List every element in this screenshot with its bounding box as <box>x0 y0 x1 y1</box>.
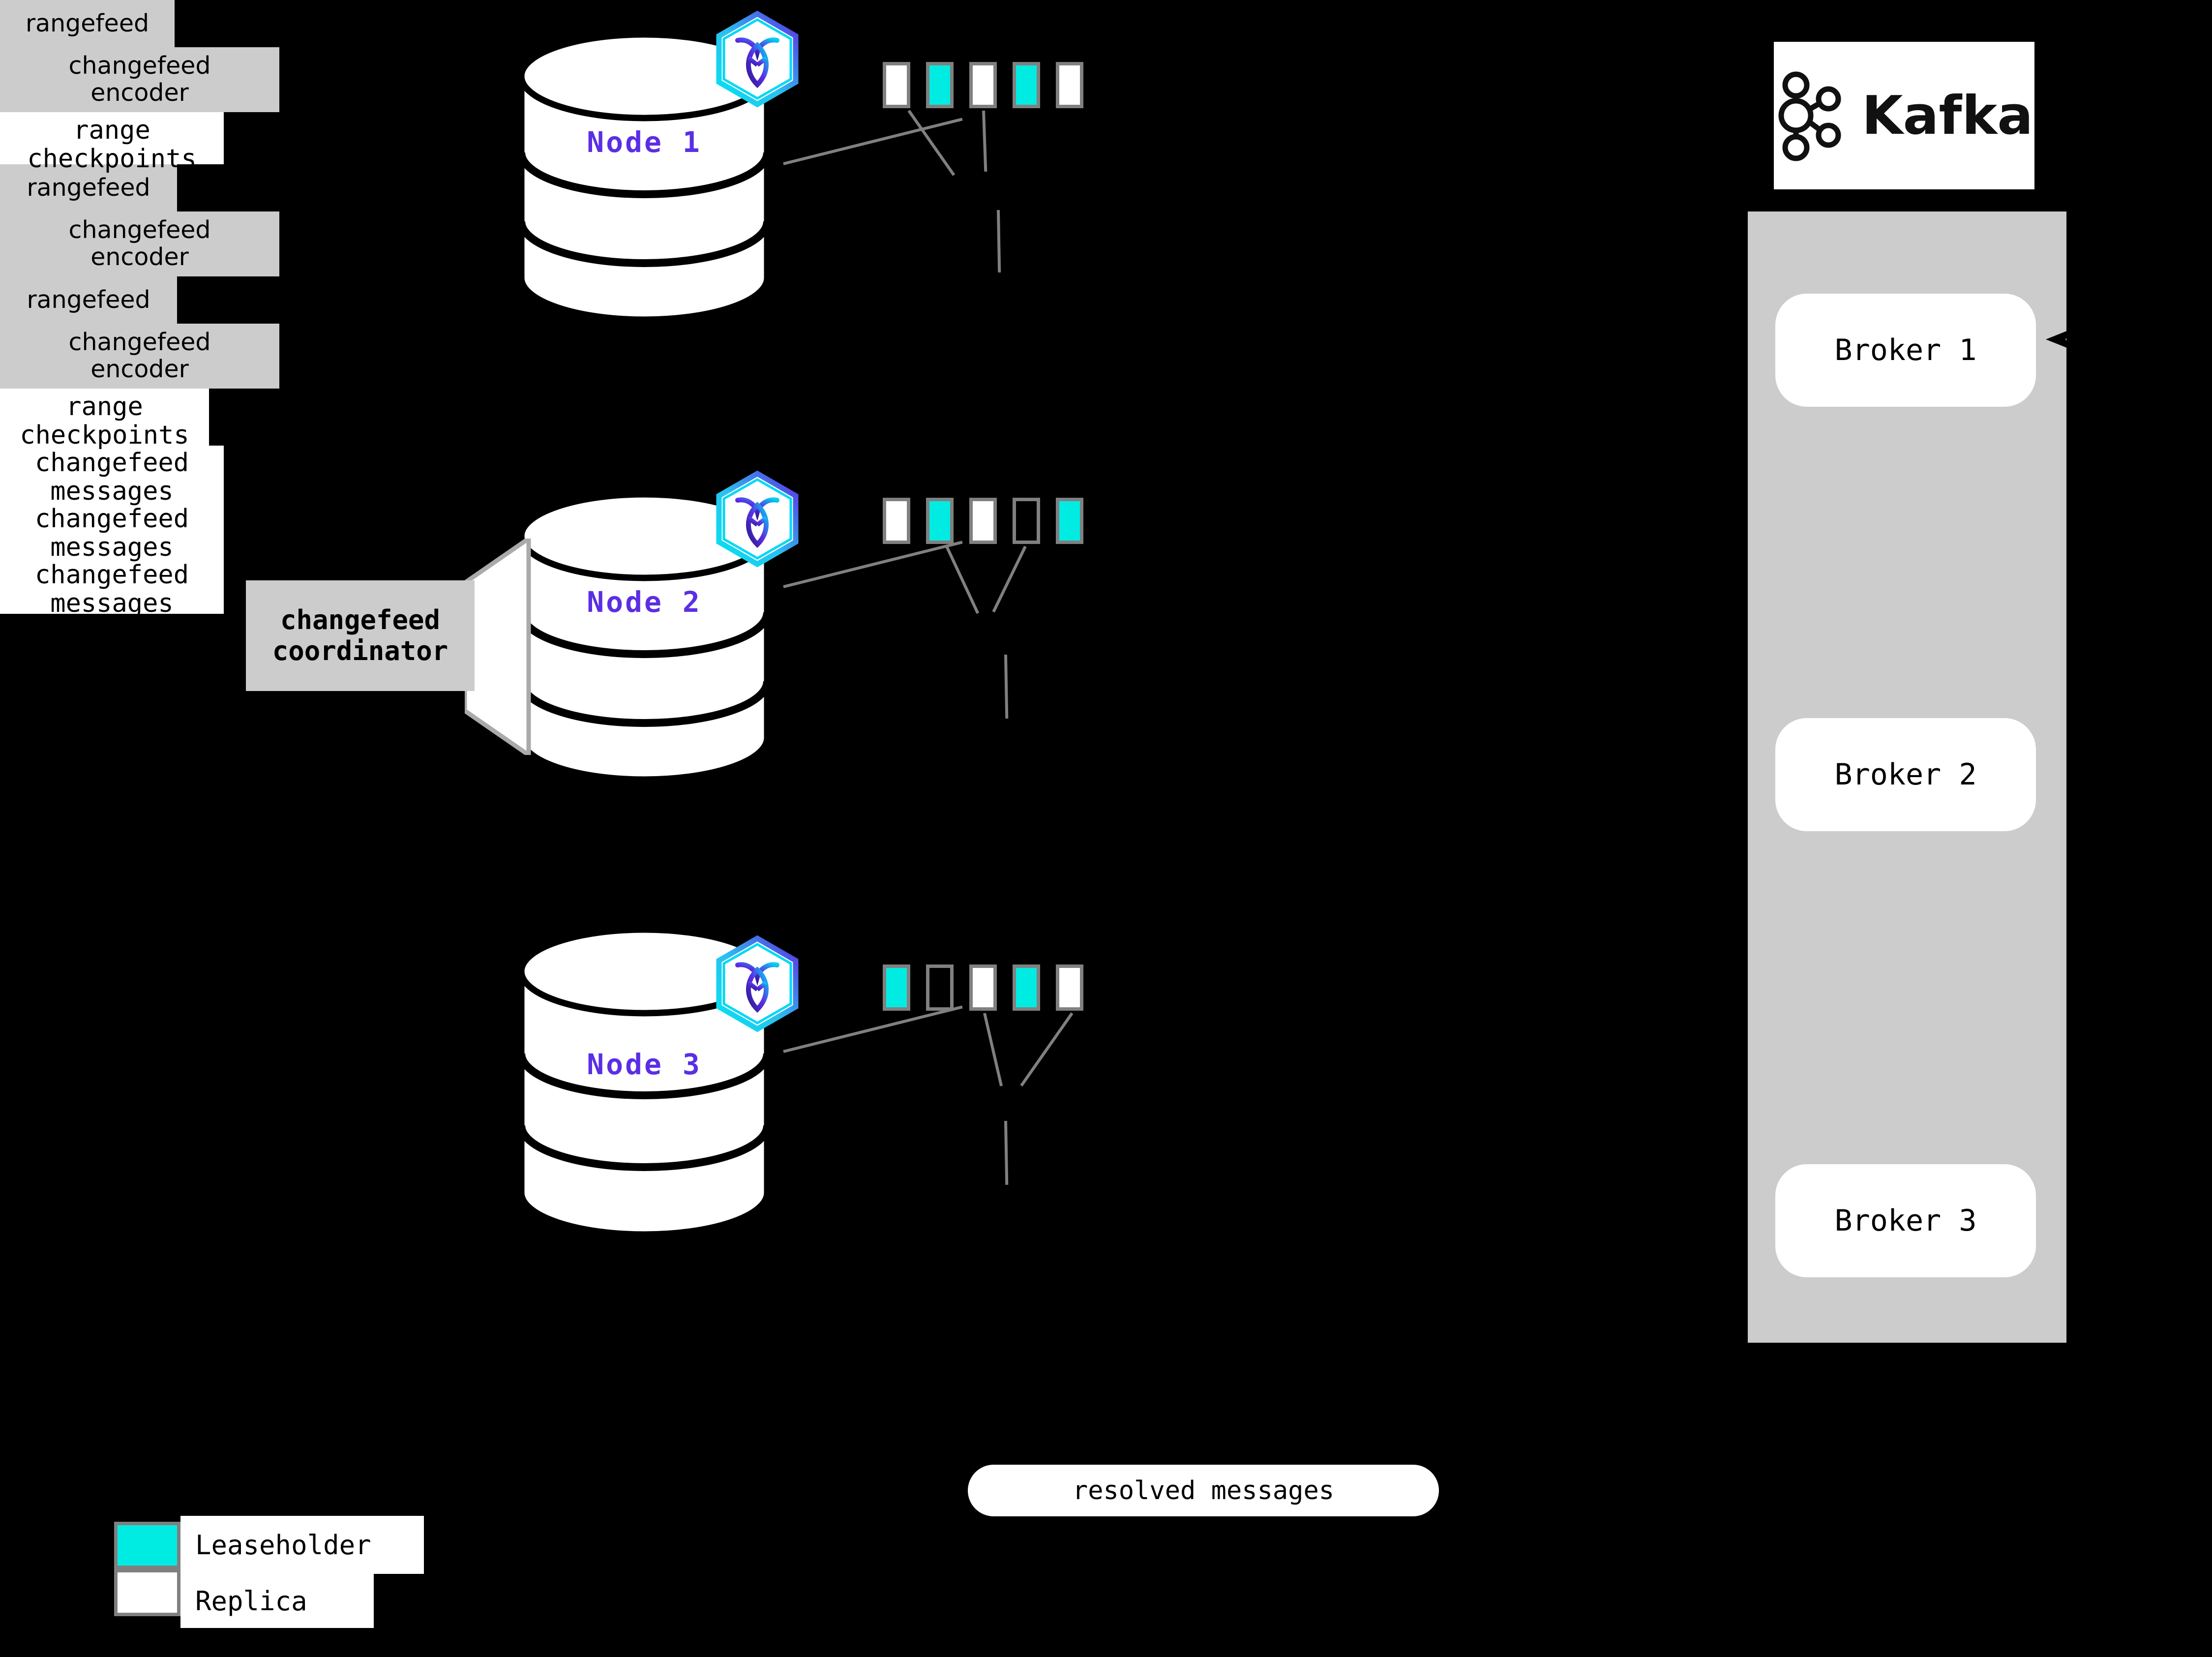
cockroachdb-logo-icon <box>708 470 807 568</box>
node-1-range-4[interactable] <box>1013 62 1040 108</box>
node-1-range-5[interactable] <box>1056 62 1083 108</box>
node-1-label: Node 1 <box>587 125 702 159</box>
node-3-feedline-a <box>983 1013 1003 1086</box>
range-checkpoints-bottom-label: range checkpoints <box>0 389 209 450</box>
coordinator-wedge <box>462 534 553 759</box>
changefeed-messages-label-3: changefeed messages <box>0 558 224 618</box>
node-3-range-3[interactable] <box>969 964 997 1011</box>
node-2-cylinder <box>511 489 777 784</box>
broker-3-box[interactable]: Broker 3 <box>1775 1164 2036 1277</box>
cockroachdb-logo-icon <box>708 934 807 1033</box>
broker-1-box[interactable]: Broker 1 <box>1775 294 2036 407</box>
node-2-label-wrap: Node 2 <box>511 585 777 619</box>
node-3-encoder-box[interactable]: changefeed encoder <box>0 324 279 389</box>
changefeed-coordinator-box[interactable]: changefeed coordinator <box>246 580 475 691</box>
node-3-label: Node 3 <box>587 1048 702 1081</box>
node-2-range-3[interactable] <box>969 498 997 544</box>
node-2-rangefeed-box[interactable]: rangefeed <box>0 164 177 211</box>
kafka-logo-box: Kafka <box>1774 42 2034 189</box>
node-3-range-4[interactable] <box>1013 964 1040 1011</box>
node-3-range-5[interactable] <box>1056 964 1083 1011</box>
broker-2-box[interactable]: Broker 2 <box>1775 718 2036 831</box>
node-1-range-2[interactable] <box>926 62 954 108</box>
node-3-rangefeed-box[interactable]: rangefeed <box>0 276 177 324</box>
legend-label-replica: Replica <box>180 1574 374 1628</box>
kafka-icon <box>1778 71 1841 161</box>
node-3-range-2[interactable] <box>926 964 954 1011</box>
node-2-label: Node 2 <box>587 585 702 619</box>
incoming-arrow-icon <box>2046 325 2075 354</box>
connector-node3-to-ranges <box>783 1005 963 1053</box>
node-2-feedline-b <box>992 545 1027 613</box>
connector-node2-to-ranges <box>783 541 963 588</box>
node-3-cylinder <box>511 925 777 1239</box>
legend-label-leaseholder: Leaseholder <box>180 1516 424 1574</box>
node-1-range-1[interactable] <box>883 62 910 108</box>
legend-swatch-replica <box>114 1569 180 1616</box>
node-1-encoder-box[interactable]: changefeed encoder <box>0 47 279 112</box>
node-2-range-2[interactable] <box>926 498 954 544</box>
node-2-feedline-a <box>945 545 980 614</box>
resolved-messages-pill[interactable]: resolved messages <box>968 1465 1439 1516</box>
node-2-encoder-box[interactable]: changefeed encoder <box>0 211 279 276</box>
connector-node1-to-ranges <box>783 118 963 165</box>
node-1-range-3[interactable] <box>969 62 997 108</box>
node-2-range-4[interactable] <box>1013 498 1040 544</box>
node-3-range-1[interactable] <box>883 964 910 1011</box>
changefeed-messages-label-1: changefeed messages <box>0 446 224 506</box>
node-1-rangefeed-to-encoder <box>997 210 1001 273</box>
node-1-feedline-b <box>982 110 987 172</box>
node-3-label-wrap: Node 3 <box>511 1048 777 1081</box>
node-3-rangefeed-to-encoder <box>1004 1120 1009 1185</box>
range-checkpoints-top-label: range checkpoints <box>0 112 224 173</box>
changefeed-messages-label-2: changefeed messages <box>0 502 224 562</box>
node-2-range-5[interactable] <box>1056 498 1083 544</box>
node-2-range-1[interactable] <box>883 498 910 544</box>
kafka-wordmark: Kafka <box>1861 85 2033 147</box>
node-1-feedline-a <box>907 110 956 176</box>
node-1-cylinder <box>511 30 777 325</box>
node-2-rangefeed-to-encoder <box>1004 654 1009 719</box>
cockroachdb-logo-icon <box>708 10 807 108</box>
legend-swatch-leaseholder <box>114 1522 180 1569</box>
node-3-feedline-b <box>1020 1012 1074 1087</box>
node-1-rangefeed-box[interactable]: rangefeed <box>0 0 175 47</box>
node-1-label-wrap: Node 1 <box>511 125 777 159</box>
